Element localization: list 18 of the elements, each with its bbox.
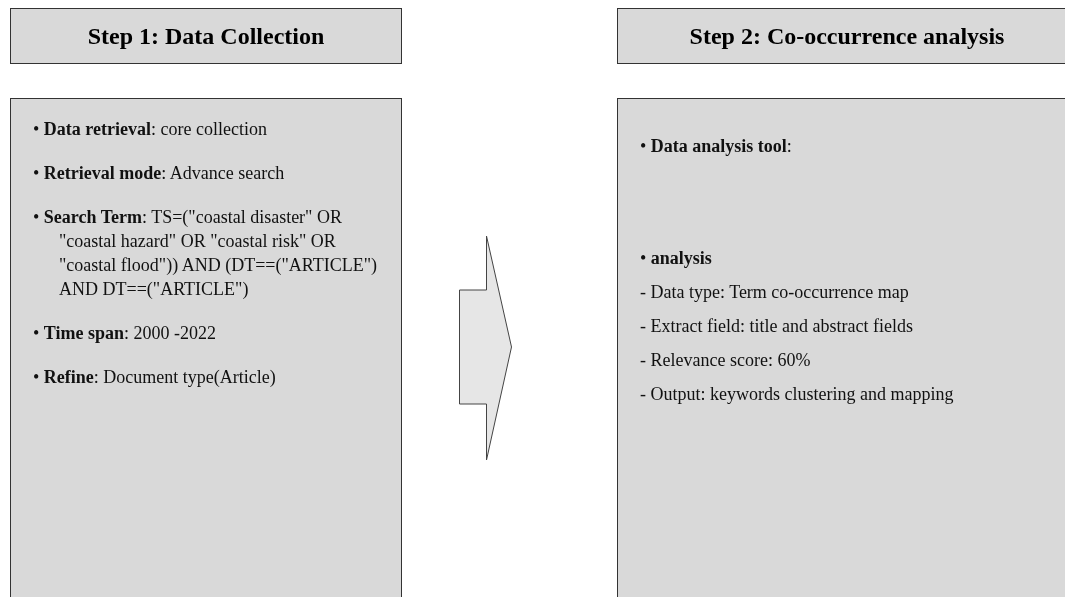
list-item: - Relevance score: 60% <box>640 349 812 372</box>
list-item: • Data analysis tool: <box>640 135 793 158</box>
block-arrow <box>459 235 512 461</box>
list-item: • analysis <box>640 247 713 270</box>
list-item: • Search Term: TS=("coastal disaster" OR "coastal hazard" OR "coastal risk" OR "coastal flood")) AND (DT==("ARTICLE") AND DT==("ARTICLE") <box>33 206 379 301</box>
list-item: • Data retrieval: core collection <box>33 118 268 141</box>
step-title: Step 2: Co-occurrence analysis <box>688 22 1006 50</box>
step-title: Step 1: Data Collection <box>86 22 326 50</box>
list-item: • Refine: Document type(Article) <box>33 366 277 389</box>
list-item: - Output: keywords clustering and mapping <box>640 383 955 406</box>
content-box <box>617 98 1065 597</box>
step-header-box <box>617 8 1065 64</box>
list-item: - Data type: Term co-occurrence map <box>640 281 910 304</box>
step-header-box <box>10 8 402 64</box>
list-item: • Time span: 2000 -2022 <box>33 322 217 345</box>
list-item: - Extract field: title and abstract fields <box>640 315 914 338</box>
content-box <box>10 98 402 597</box>
list-item: • Retrieval mode: Advance search <box>33 162 286 185</box>
